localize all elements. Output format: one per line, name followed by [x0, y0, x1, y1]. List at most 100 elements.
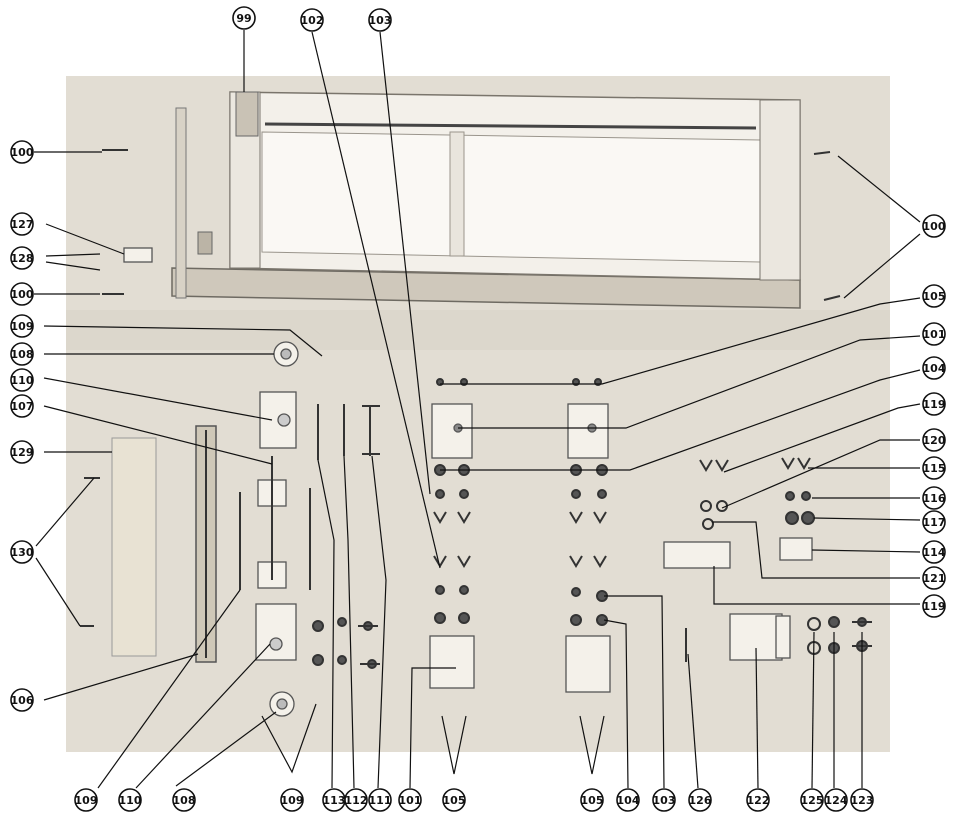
callout-label: 130 [11, 546, 34, 559]
callout-label: 122 [747, 794, 770, 807]
callout-circle [10, 212, 34, 236]
callout-circle [850, 788, 874, 812]
photo-shadow-band [66, 310, 890, 350]
wing-screws [358, 405, 872, 665]
callout-label: 127 [11, 218, 34, 231]
callout-circle [652, 788, 676, 812]
callout-110: 110 [118, 788, 142, 812]
callout-label: 113 [323, 794, 346, 807]
callout-circle [280, 788, 304, 812]
callout-label: 108 [11, 348, 34, 361]
callout-126: 126 [688, 788, 712, 812]
callout-circle [172, 788, 196, 812]
callout-109: 109 [280, 788, 304, 812]
callout-122: 122 [746, 788, 770, 812]
callout-label: 128 [11, 252, 34, 265]
side-rail-left [175, 107, 187, 299]
callout-label: 123 [851, 794, 874, 807]
callout-99: 99 [232, 6, 256, 30]
callout-100: 100 [10, 140, 34, 164]
callout-circle [10, 246, 34, 270]
callout-circle [10, 368, 34, 392]
callout-113: 113 [322, 788, 346, 812]
guide-bar-129 [111, 437, 157, 657]
callout-110: 110 [10, 368, 34, 392]
callout-label: 105 [581, 794, 604, 807]
callout-label: 100 [11, 288, 34, 301]
callout-circle [922, 356, 946, 380]
callout-label: 103 [369, 14, 392, 27]
callout-116: 116 [922, 486, 946, 510]
callout-123: 123 [850, 788, 874, 812]
callout-104: 104 [922, 356, 946, 380]
callout-circle [922, 594, 946, 618]
callout-circle [616, 788, 640, 812]
callout-100: 100 [922, 214, 946, 238]
callout-circle [922, 566, 946, 590]
callout-111: 111 [368, 788, 392, 812]
callout-label: 103 [653, 794, 676, 807]
callout-label: 124 [825, 794, 848, 807]
small-parts [123, 247, 813, 717]
callout-circle [10, 688, 34, 712]
callout-circle [922, 510, 946, 534]
callout-circle [442, 788, 466, 812]
callout-label: 119 [923, 398, 946, 411]
callout-circle [398, 788, 422, 812]
callout-108: 108 [172, 788, 196, 812]
callout-103: 103 [652, 788, 676, 812]
callout-112: 112 [344, 788, 368, 812]
callout-105: 105 [442, 788, 466, 812]
callout-circle [10, 342, 34, 366]
callout-label: 115 [923, 462, 946, 475]
callout-label: 107 [11, 400, 34, 413]
callout-circle [368, 788, 392, 812]
callout-circle [922, 284, 946, 308]
callout-circle [232, 6, 256, 30]
callout-108: 108 [10, 342, 34, 366]
callout-circle [10, 140, 34, 164]
callout-119: 119 [922, 392, 946, 416]
callout-circle [344, 788, 368, 812]
callout-label: 105 [443, 794, 466, 807]
callout-130: 130 [10, 540, 34, 564]
callout-label: 114 [923, 546, 946, 559]
callout-109: 109 [10, 314, 34, 338]
callout-label: 111 [369, 794, 392, 807]
callout-label: 126 [689, 794, 712, 807]
callout-circle [922, 322, 946, 346]
callout-128: 128 [10, 246, 34, 270]
callout-label: 120 [923, 434, 946, 447]
callout-label: 116 [923, 492, 946, 505]
callout-circle [922, 214, 946, 238]
callout-129: 129 [10, 440, 34, 464]
callout-label: 100 [923, 220, 946, 233]
callout-label: 119 [923, 600, 946, 613]
callout-circle [688, 788, 712, 812]
callout-circle [800, 788, 824, 812]
callout-104: 104 [616, 788, 640, 812]
leader-lines [34, 30, 921, 789]
callout-circle [10, 540, 34, 564]
callout-label: 125 [801, 794, 824, 807]
callout-117: 117 [922, 510, 946, 534]
callout-label: 99 [236, 12, 251, 25]
callout-label: 108 [173, 794, 196, 807]
callout-label: 110 [11, 374, 34, 387]
callout-119: 119 [922, 594, 946, 618]
callout-105: 105 [580, 788, 604, 812]
callouts: 99 102 103 100 127 128 100 109 108 110 107 129 130 10… [10, 6, 946, 812]
callout-label: 117 [923, 516, 946, 529]
callout-103: 103 [368, 8, 392, 32]
callout-124: 124 [824, 788, 848, 812]
callout-105: 105 [922, 284, 946, 308]
callout-label: 121 [923, 572, 946, 585]
callout-label: 109 [281, 794, 304, 807]
callout-label: 102 [301, 14, 324, 27]
callout-106: 106 [10, 688, 34, 712]
callout-circle [368, 8, 392, 32]
callout-109: 109 [74, 788, 98, 812]
callout-label: 105 [923, 290, 946, 303]
callout-120: 120 [922, 428, 946, 452]
